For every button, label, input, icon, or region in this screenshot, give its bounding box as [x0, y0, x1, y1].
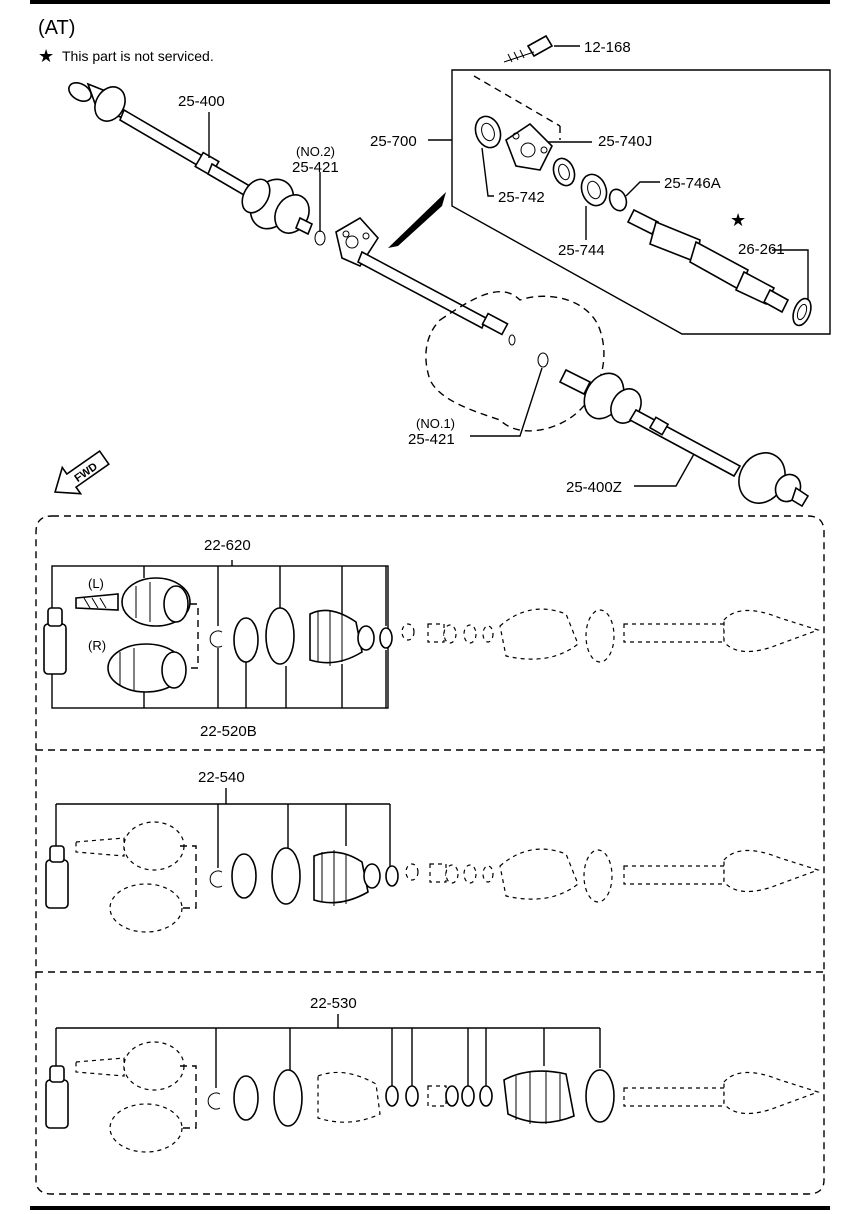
label-25-400z: 25-400Z [566, 479, 622, 496]
right-drive-shaft-25-400z [558, 368, 810, 508]
joint-shaft-assembly [335, 216, 516, 346]
label-25-400: 25-400 [178, 93, 225, 110]
top-border-bar [30, 0, 830, 4]
bottom-border-bar [30, 1206, 830, 1210]
inset-star-icon: ★ [730, 210, 746, 231]
kit-22-530 [45, 1014, 820, 1153]
kit-options-frame [35, 515, 825, 1195]
label-22-540: 22-540 [198, 769, 245, 786]
label-25-742: 25-742 [498, 189, 545, 206]
label-25-740j: 25-740J [598, 133, 652, 150]
left-drive-shaft-25-400 [68, 82, 314, 236]
label-25-744: 25-744 [558, 242, 605, 259]
label-22-530: 22-530 [310, 995, 357, 1012]
label-no2-qualifier: (NO.2) [296, 144, 335, 159]
label-22-620: 22-620 [204, 537, 251, 554]
kit-22-540 [45, 788, 820, 933]
detail-pointer [388, 192, 446, 248]
label-25-700: 25-700 [370, 133, 417, 150]
leader-lines [208, 45, 809, 487]
circlip-no1 [537, 352, 549, 368]
not-serviced-note: This part is not serviced. [62, 48, 214, 64]
bolt-12-168 [503, 34, 554, 63]
label-12-168: 12-168 [584, 39, 631, 56]
label-26-261: 26-261 [738, 241, 785, 258]
transmission-outline [425, 291, 605, 432]
circlip-no2 [314, 230, 326, 246]
label-25-421-no2: 25-421 [292, 159, 339, 176]
label-side-right: (R) [88, 638, 106, 653]
label-25-421-no1: 25-421 [408, 431, 455, 448]
joint-shaft-detail-parts [473, 34, 812, 327]
label-25-746a: 25-746A [664, 175, 721, 192]
star-icon: ★ [38, 46, 54, 67]
label-no1-qualifier: (NO.1) [416, 416, 455, 431]
kit-22-620 [43, 560, 820, 709]
joint-shaft-detail-frame [451, 69, 831, 335]
label-22-520b: 22-520B [200, 723, 257, 740]
label-side-left: (L) [88, 576, 104, 591]
diagram-title: (AT) [38, 17, 75, 39]
forward-arrow-icon: FWD [54, 449, 110, 495]
